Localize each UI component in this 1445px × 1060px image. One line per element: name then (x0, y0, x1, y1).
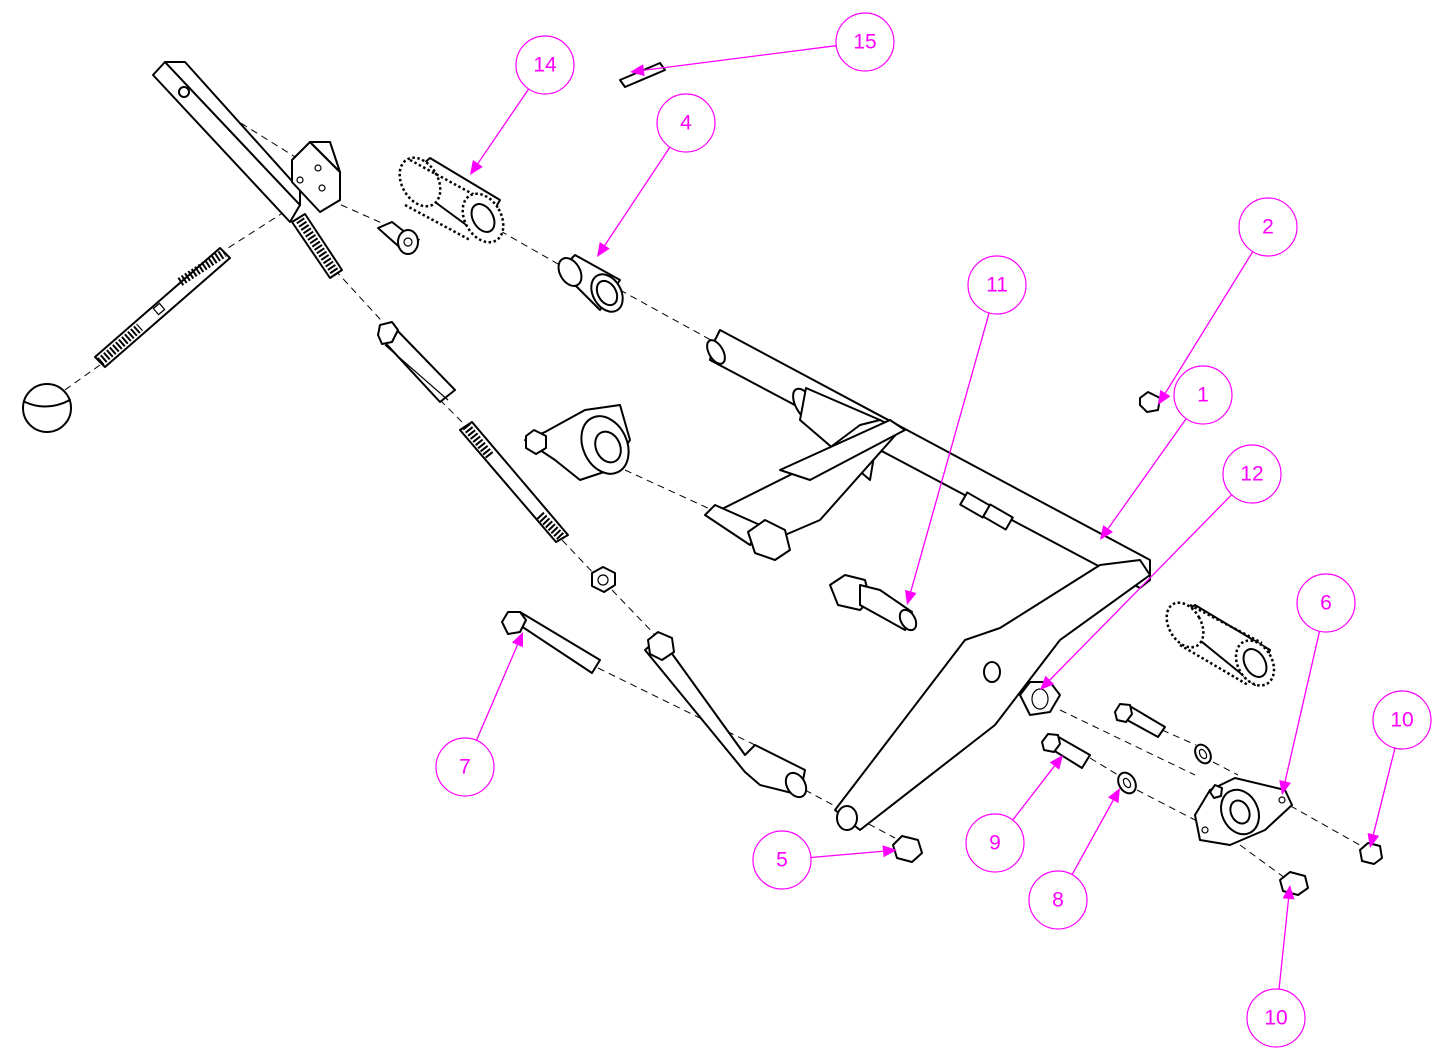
hex-nut-12 (1019, 681, 1061, 716)
callout-number: 1 (1197, 384, 1209, 407)
callout-bubble (1296, 573, 1356, 633)
callout-arrowhead (630, 64, 645, 77)
callout-lock-nut: 5 (752, 830, 897, 890)
callout-leader-line (910, 312, 990, 592)
callout-arrowhead (1282, 885, 1295, 900)
callout-arrowhead (511, 632, 523, 648)
threaded-rod-upper (291, 213, 343, 279)
callout-bubble (965, 813, 1025, 873)
callout-leader-line (1278, 898, 1290, 990)
callout-arrowhead (470, 160, 483, 175)
callout-bubble (967, 255, 1027, 315)
callout-lock-nut-bottom: 10 (1246, 885, 1306, 1048)
shift-rod (94, 247, 231, 368)
callout-bubble (835, 12, 895, 72)
callout-bubble (1372, 690, 1432, 750)
callout-number: 6 (1320, 592, 1332, 615)
lock-nut-5 (892, 835, 923, 863)
washer-8 (1117, 771, 1137, 795)
callout-number: 4 (680, 112, 692, 135)
callout-number: 10 (1264, 1007, 1287, 1030)
assembly-centerlines (61, 84, 1366, 879)
callout-arrowhead (597, 242, 610, 257)
callout-arrowhead (1049, 755, 1063, 770)
small-screw (377, 221, 419, 255)
threaded-rod-lower (459, 421, 569, 543)
callout-arrowhead (1100, 525, 1113, 540)
callout-number: 11 (986, 274, 1008, 297)
callout-bubble (1246, 988, 1306, 1048)
set-screw-2 (1139, 391, 1161, 413)
callout-bubble (656, 93, 716, 153)
callout-leader-line (1107, 418, 1187, 529)
callout-washer: 8 (1028, 788, 1120, 930)
callout-arrowhead (1279, 780, 1291, 795)
callout-set-screw: 2 (1158, 197, 1298, 405)
shift-lever (152, 61, 341, 223)
callout-arrowhead (1040, 675, 1055, 690)
callout-number: 9 (989, 832, 1001, 855)
callout-shoulder-bolt: 11 (905, 255, 1027, 605)
shoulder-bolt-11 (829, 574, 918, 632)
callout-leader-line (1071, 799, 1114, 875)
callout-bubble (515, 35, 575, 95)
callout-arrowhead (905, 589, 917, 605)
small-hex-nut (591, 566, 616, 593)
callout-arrowhead (1107, 788, 1120, 804)
flanged-bushing-4 (557, 254, 624, 313)
callout-number: 7 (459, 756, 471, 779)
main-shaft-assembly (704, 329, 1276, 831)
hex-bolt-upper (1114, 703, 1166, 738)
flange-bearing-6 (1194, 777, 1293, 846)
callout-leader-line (1372, 747, 1396, 835)
callout-arrowhead (882, 845, 897, 858)
washer-upper (1194, 743, 1212, 765)
callout-leader-line (604, 146, 671, 246)
callout-bubble (435, 737, 495, 797)
callout-leader-line (1284, 631, 1321, 782)
callout-bubble (1222, 444, 1282, 504)
callout-arrowhead (1367, 832, 1380, 848)
callout-leader-line (1164, 251, 1254, 394)
callout-lock-nut-right: 10 (1367, 690, 1432, 848)
callout-leader-line (475, 644, 519, 741)
lock-nut-10-bottom (1279, 871, 1309, 896)
callout-main-shaft-arm-assembly: 1 (1100, 365, 1233, 540)
callout-leader-line (1012, 765, 1055, 821)
linkage-arm (644, 631, 808, 799)
callout-leader-line (810, 850, 884, 859)
shifter-boss (524, 404, 631, 481)
callout-bubble (752, 830, 812, 890)
callout-long-bolt: 7 (435, 632, 523, 797)
callout-leader-line (1049, 494, 1233, 681)
callout-leader-line (477, 88, 530, 164)
callout-pin: 15 (630, 12, 895, 77)
callout-number: 15 (853, 31, 876, 54)
callout-bubble (1238, 197, 1298, 257)
callout-number: 12 (1240, 463, 1263, 486)
lock-nut-10-right (1359, 842, 1383, 865)
callout-leader-line (643, 45, 837, 71)
callout-bubble (1173, 365, 1233, 425)
callout-hex-bolt: 9 (965, 755, 1063, 873)
callout-flanged-bushing: 4 (597, 93, 716, 257)
hex-coupler (377, 321, 456, 403)
callout-flange-bearing: 6 (1279, 573, 1356, 795)
callout-bubble (1028, 870, 1088, 930)
hex-bolt-9 (1041, 733, 1091, 769)
callout-knurled-roller: 14 (470, 35, 575, 175)
long-bolt (501, 611, 601, 674)
callout-hex-nut: 12 (1040, 444, 1282, 690)
callout-arrowhead (1158, 389, 1171, 405)
shift-knob (22, 383, 72, 433)
callout-number: 2 (1262, 216, 1274, 239)
callout-number: 14 (533, 54, 557, 77)
callout-number: 5 (776, 849, 788, 872)
callout-number: 8 (1052, 889, 1064, 912)
callout-number: 10 (1390, 709, 1413, 732)
knurled-roller-14 (398, 156, 505, 244)
